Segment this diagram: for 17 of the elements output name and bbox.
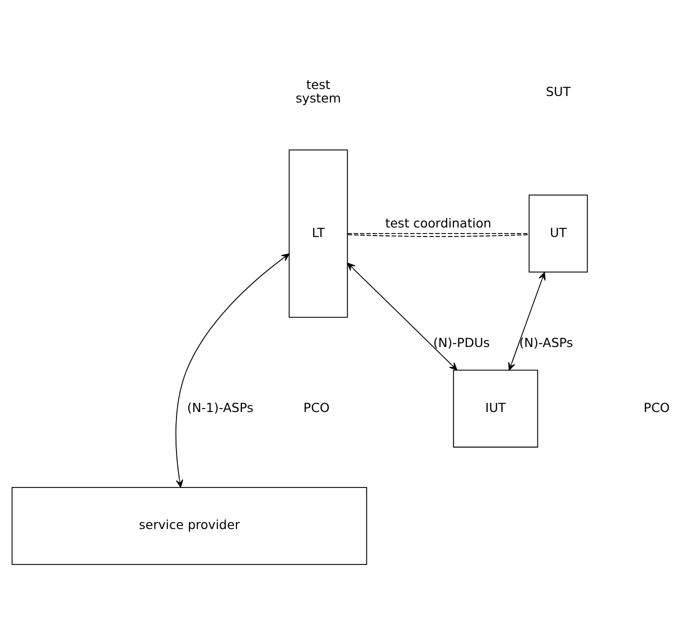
arrow: [347, 262, 458, 370]
node-box: UT: [528, 194, 588, 273]
connector: [347, 233, 530, 234]
label: SUT: [546, 84, 571, 99]
edge-label: (N)-ASPs: [519, 335, 574, 350]
label: PCO: [303, 400, 330, 415]
label: test system: [296, 77, 341, 106]
edge-label: (N)-PDUs: [433, 335, 490, 350]
arrow: [508, 272, 546, 371]
node-box: LT: [288, 149, 348, 318]
label: PCO: [644, 400, 670, 415]
edge-label: (N-1)-ASPs: [187, 400, 254, 415]
node-box: IUT: [453, 370, 538, 448]
arrow: [175, 253, 290, 488]
node-box: service provider: [12, 486, 368, 565]
edge-label: test coordination: [385, 216, 492, 231]
connector: [347, 234, 530, 238]
